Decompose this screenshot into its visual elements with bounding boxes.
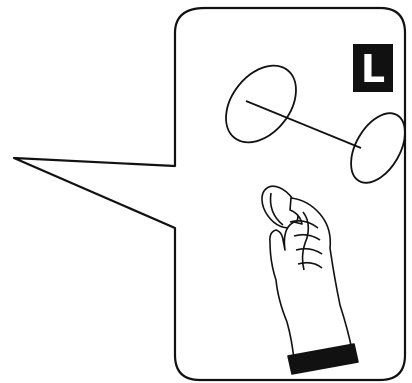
letter-badge: L [353,44,393,92]
badge-letter: L [361,47,385,91]
